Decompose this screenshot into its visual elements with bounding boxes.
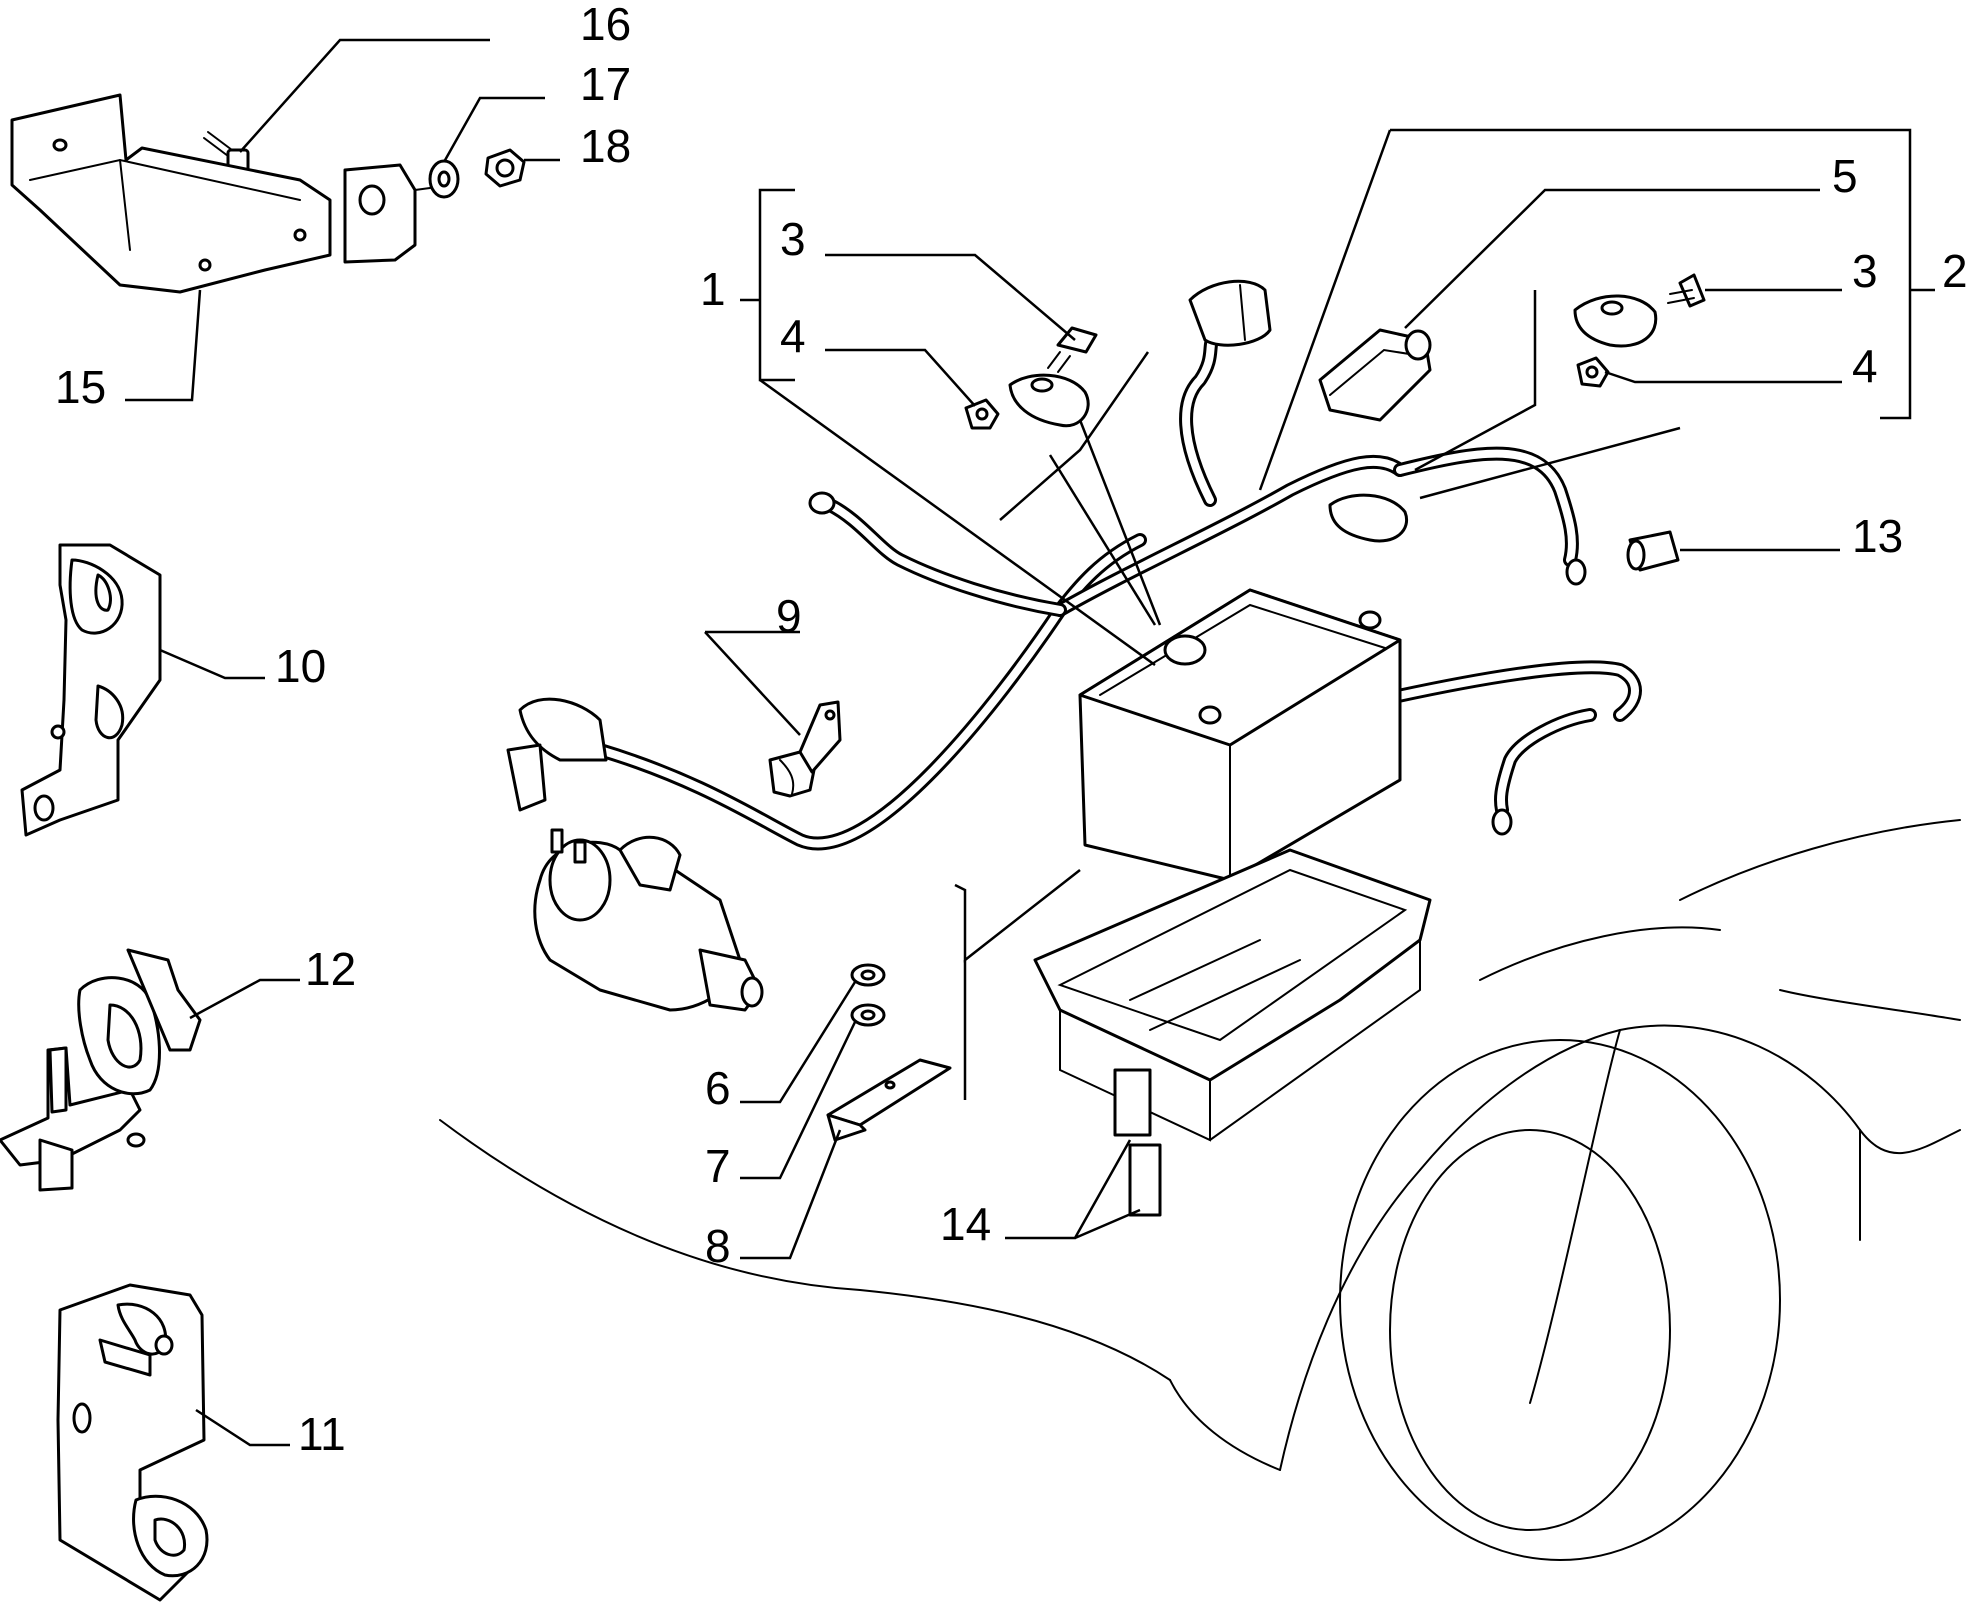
- callout-3-right: 3: [1852, 245, 1878, 297]
- callout-12: 12: [305, 943, 356, 995]
- callout-4-right: 4: [1852, 340, 1878, 392]
- callout-17: 17: [580, 58, 631, 110]
- callout-3-left: 3: [780, 213, 806, 265]
- callout-1: 1: [700, 263, 726, 315]
- bracket-10: [20, 543, 162, 837]
- callout-14: 14: [940, 1198, 991, 1250]
- callout-15: 15: [55, 361, 106, 413]
- callout-11: 11: [298, 1408, 346, 1460]
- nut-4-right: [1576, 356, 1610, 388]
- callout-labels: 16 17 18 15 10 12 11 1 3 4 5 3 2 4 13 9 …: [55, 0, 1968, 1460]
- battery-clamp-right: [1573, 294, 1658, 348]
- battery-clamp-left: [1008, 373, 1090, 428]
- leader-lines: [125, 38, 1935, 1447]
- callout-8: 8: [705, 1220, 731, 1272]
- callout-5: 5: [1832, 150, 1858, 202]
- bracket-15: [10, 93, 431, 294]
- callout-2: 2: [1942, 245, 1968, 297]
- starter-motor: [533, 828, 764, 1012]
- connector-plug: [1188, 279, 1272, 347]
- cable-lugs: [506, 491, 1587, 836]
- callout-6: 6: [705, 1062, 731, 1114]
- bolt-3-right: [1667, 273, 1706, 308]
- washer-6: [850, 963, 886, 987]
- callout-7: 7: [705, 1140, 731, 1192]
- car-body-outline: [439, 819, 1961, 1561]
- sleeve-13: [1626, 530, 1680, 572]
- callout-9: 9: [776, 590, 802, 642]
- bracket-11: [56, 1283, 209, 1602]
- battery-tray: [1033, 848, 1432, 1142]
- nut-4-left: [964, 398, 1000, 430]
- washer-17: [428, 159, 460, 199]
- washer-7: [850, 1003, 886, 1027]
- bolt-3-left: [1047, 326, 1098, 373]
- battery: [1078, 588, 1402, 882]
- callout-18: 18: [580, 120, 631, 172]
- callout-13: 13: [1852, 510, 1903, 562]
- terminal-cover-5: [1318, 328, 1432, 422]
- clamp-on-harness: [1328, 493, 1408, 543]
- clip-12: [0, 948, 202, 1192]
- strap-8: [826, 1058, 952, 1142]
- callout-10: 10: [275, 640, 326, 692]
- clamp-9: [768, 700, 842, 798]
- nut-18: [484, 148, 526, 188]
- callout-4-left: 4: [780, 310, 806, 362]
- callout-16: 16: [580, 0, 631, 50]
- drain-tube-14: [1113, 1068, 1162, 1217]
